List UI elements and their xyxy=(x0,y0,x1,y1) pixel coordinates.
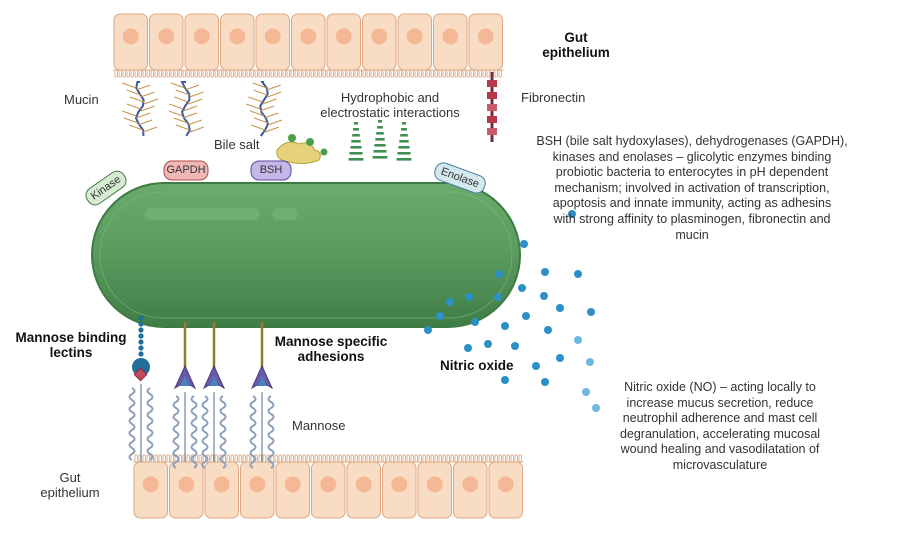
bsh-tag-label: BSH xyxy=(259,164,283,176)
enolase-tag xyxy=(434,162,486,194)
gut-epithelium-bottom-label: Gut epithelium xyxy=(40,470,100,500)
hydrophobic-interaction-icon xyxy=(348,120,412,161)
kinase-tag xyxy=(85,170,127,206)
mannose-specific-adhesions-label: Mannose specific adhesions xyxy=(274,334,388,364)
bsh-tag xyxy=(250,160,292,181)
no-description: Nitric oxide (NO) – acting locally to in… xyxy=(619,380,821,472)
nitric-oxide-label: Nitric oxide xyxy=(440,358,514,373)
gapdh-tag-label: GAPDH xyxy=(166,164,206,176)
lectin-icon xyxy=(132,315,150,382)
bsh-description: BSH (bile salt hydoxylases), dehydrogena… xyxy=(536,134,848,242)
gut-epithelium-top-label: Gut epithelium xyxy=(542,30,610,60)
gapdh-tag xyxy=(163,160,209,181)
mannose-binding-lectins-label: Mannose binding lectins xyxy=(15,330,127,360)
probiotic-bacterium xyxy=(91,182,521,328)
fibronectin-label: Fibronectin xyxy=(521,90,586,105)
mannose-chain-icon xyxy=(128,384,275,469)
mannose-label: Mannose xyxy=(292,418,346,433)
gut-epithelium-bottom xyxy=(133,454,524,519)
hydrophobic-label: Hydrophobic and electrostatic interactio… xyxy=(320,90,460,120)
mucin-icon xyxy=(122,81,283,137)
mucin-label: Mucin xyxy=(64,92,99,107)
gut-epithelium-top xyxy=(113,13,504,78)
bile-salt-icon xyxy=(276,134,328,165)
adhesin-icon xyxy=(173,322,274,390)
nitric-oxide-molecules xyxy=(424,210,600,412)
bile-salt-label: Bile salt xyxy=(214,137,260,152)
fibronectin-icon xyxy=(487,72,497,142)
